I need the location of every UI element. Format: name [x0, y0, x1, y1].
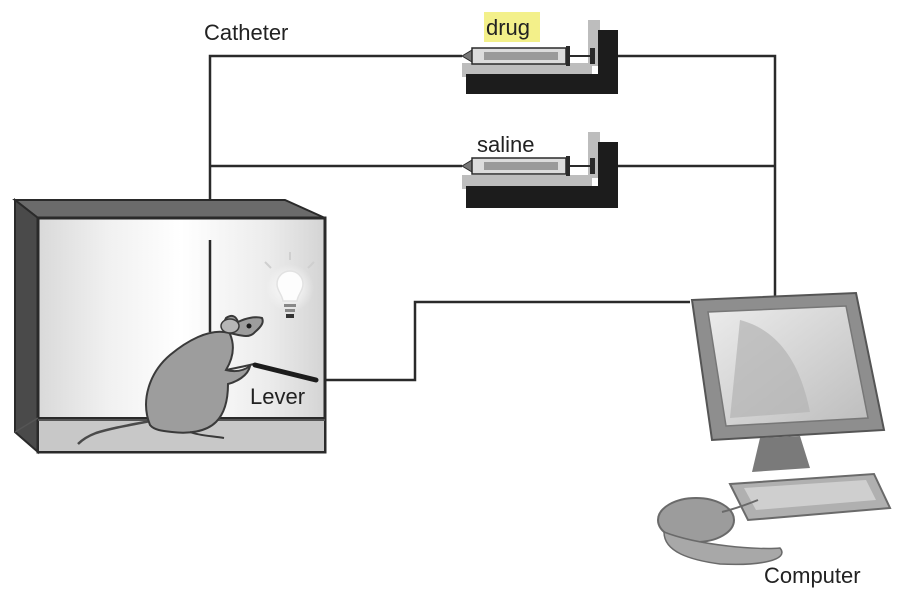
- syringe-icon: [461, 46, 595, 66]
- monitor-stand: [752, 436, 810, 472]
- keyboard-keys: [744, 480, 876, 510]
- lever-to-computer-line: [324, 300, 690, 382]
- drug-pump-to-computer-line: [618, 54, 777, 296]
- rat-hind-foot: [189, 431, 225, 439]
- catheter-lines: [208, 54, 777, 382]
- chamber-top: [12, 199, 326, 219]
- desk-base: [663, 530, 783, 566]
- rat-tail: [77, 418, 157, 445]
- rat-front-paw: [225, 363, 255, 371]
- computer-label: Computer: [764, 563, 861, 588]
- drug-pump-base: [466, 74, 618, 94]
- rat-icon: [77, 314, 264, 445]
- drug-line: [208, 54, 462, 240]
- saline-pump: [461, 132, 618, 208]
- drug-pump: [461, 20, 618, 94]
- drug-pump-back-base: [462, 63, 592, 77]
- saline-pump-base: [466, 186, 618, 208]
- lightbulb-icon: [264, 252, 315, 318]
- chamber-floor: [37, 417, 326, 453]
- saline-pump-back-base: [462, 175, 592, 189]
- drug-label-highlight: [484, 12, 540, 42]
- lever: [252, 362, 319, 383]
- saline-label: saline: [477, 132, 534, 157]
- rat-ear: [220, 318, 240, 334]
- monitor-screen-highlight: [730, 320, 810, 418]
- computer-icon: [657, 291, 892, 566]
- drug-label: drug: [486, 15, 530, 40]
- mouse-cord: [721, 499, 759, 513]
- lever-label: Lever: [250, 384, 305, 409]
- syringe-icon: [461, 156, 595, 176]
- chamber-left-side: [14, 197, 39, 455]
- catheter-label: Catheter: [204, 20, 288, 45]
- chamber-back-bottom-edge: [14, 417, 39, 433]
- rat-eye: [246, 323, 252, 329]
